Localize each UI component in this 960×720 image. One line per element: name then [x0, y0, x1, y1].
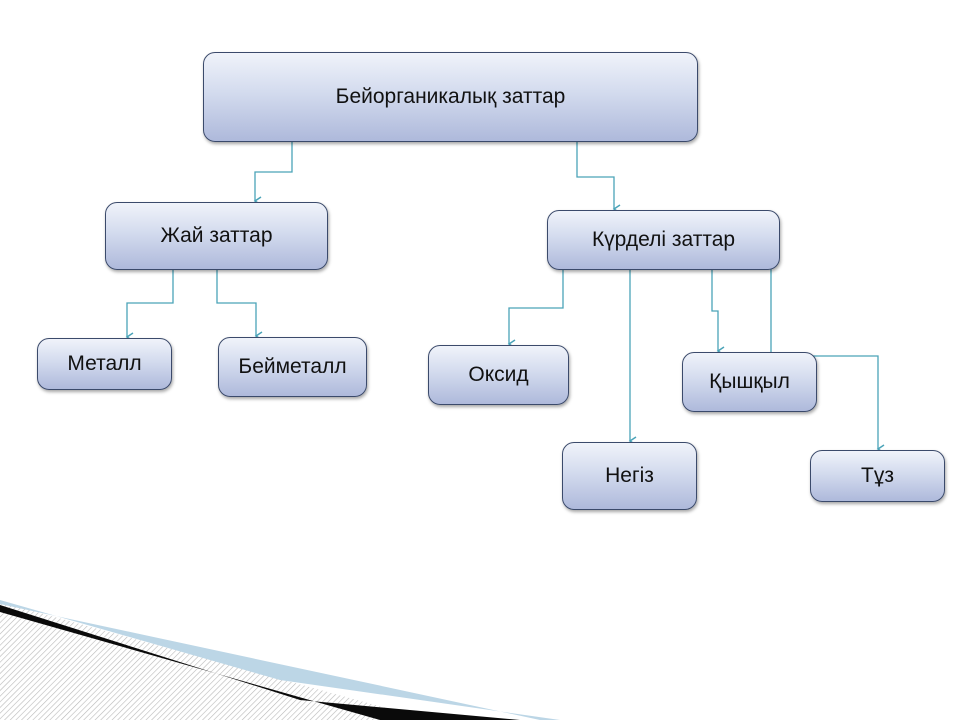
node-metal: Металл [37, 338, 172, 390]
connector-simple-nonmetal [216, 270, 263, 341]
connector-simple-metal [125, 270, 174, 342]
node-acid: Қышқыл [682, 352, 817, 412]
connector-complex-salt [770, 262, 885, 454]
connector-root-simple [253, 142, 293, 206]
node-inorganic-substances-label: Бейорганикалық заттар [335, 85, 566, 108]
connector-complex-oxide [507, 270, 564, 349]
node-oxide-label: Оксид [468, 363, 529, 386]
node-inorganic-substances: Бейорганикалық заттар [203, 52, 698, 142]
node-salt: Тұз [810, 450, 945, 502]
connector-root-complex [576, 142, 621, 214]
node-complex-substances-label: Күрделі заттар [591, 228, 736, 251]
node-base-label: Негіз [605, 464, 654, 487]
node-nonmetal-label: Бейметалл [238, 355, 347, 378]
node-oxide: Оксид [428, 345, 569, 405]
node-simple-substances: Жай заттар [105, 202, 328, 270]
node-metal-label: Металл [67, 352, 142, 375]
connector-complex-acid [711, 270, 725, 356]
node-nonmetal: Бейметалл [218, 337, 367, 397]
node-acid-label: Қышқыл [709, 370, 790, 393]
node-base: Негіз [562, 442, 697, 510]
node-complex-substances: Күрделі заттар [547, 210, 780, 270]
node-simple-substances-label: Жай заттар [160, 224, 273, 247]
node-salt-label: Тұз [861, 464, 894, 487]
